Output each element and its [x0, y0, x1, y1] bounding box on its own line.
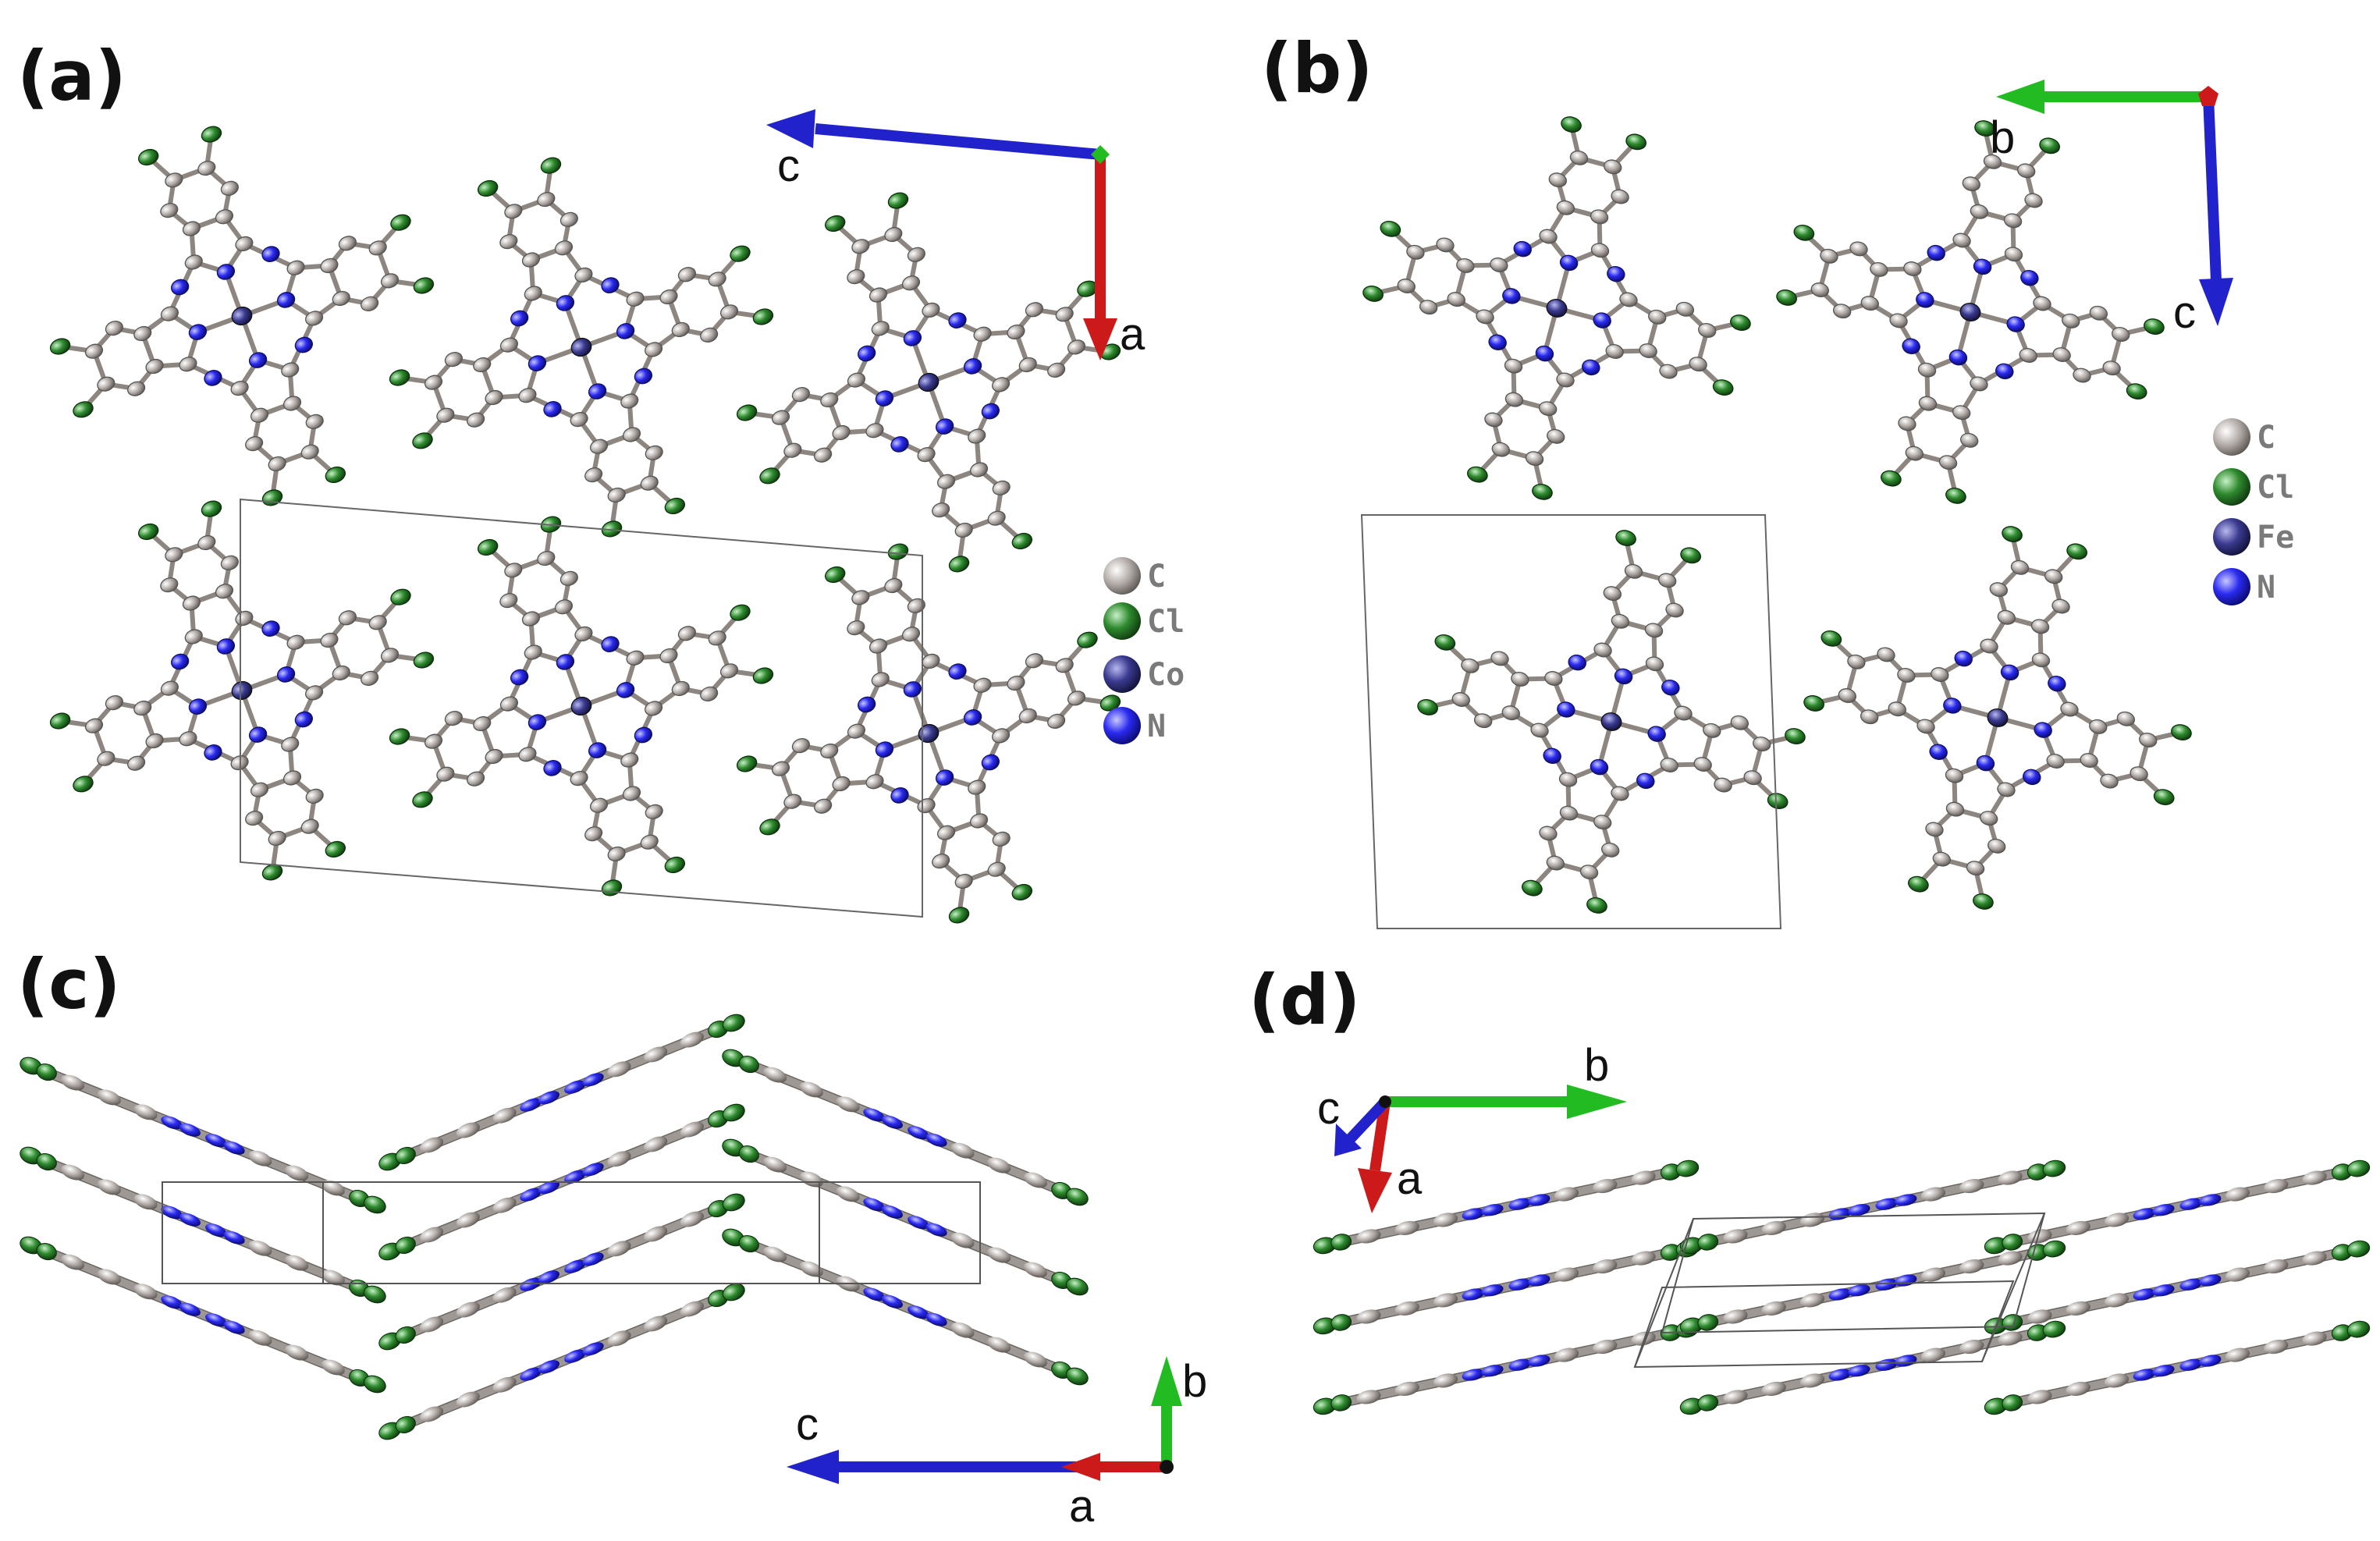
- axis-label: b: [1182, 1356, 1207, 1407]
- unit-cell: [240, 498, 923, 918]
- molecule-edge-on: [719, 1225, 1092, 1389]
- molecule-edge-on: [16, 1233, 389, 1397]
- axis-label: b: [1584, 1040, 1609, 1091]
- legend-swatch-carbon: [2213, 418, 2250, 456]
- axis-label: b: [1990, 112, 2015, 163]
- molecule: [1378, 490, 1845, 953]
- legend-swatch-iron: [2213, 518, 2250, 556]
- panel-label-a: (a): [17, 36, 126, 116]
- molecule-edge-on: [375, 1190, 748, 1354]
- legend-swatch-cobalt: [1103, 655, 1141, 693]
- legend-label: C: [1147, 559, 1166, 595]
- axis-triad-c: c b a: [787, 1356, 1207, 1532]
- panel-label-d: (d): [1249, 960, 1360, 1040]
- panel-d: (d) b c a: [1249, 960, 2372, 1417]
- panel-label-c: (c): [17, 944, 121, 1024]
- molecule-edge-on: [719, 1046, 1092, 1209]
- axis-triad-a: c a: [766, 109, 1146, 360]
- axis-label: c: [777, 140, 800, 191]
- legend-label: N: [2257, 570, 2275, 605]
- panel-b: (b) b c C Cl Fe N: [1261, 28, 2294, 953]
- unit-cell: [1360, 514, 1782, 929]
- molecule: [1764, 486, 2232, 950]
- molecule-edge-on: [1311, 1238, 1701, 1337]
- legend-swatch-nitrogen: [1103, 707, 1141, 744]
- legend-swatch-chlorine: [2213, 468, 2250, 506]
- molecule: [0, 448, 486, 933]
- unit-cell: [1633, 1212, 2046, 1369]
- molecule-edge-on: [375, 1280, 748, 1443]
- axis-triad-b: b c: [1990, 80, 2233, 338]
- axis-label: c: [796, 1399, 819, 1450]
- molecule-edge-on: [375, 1010, 748, 1174]
- legend-swatch-chlorine: [1103, 602, 1141, 640]
- molecule-edge-on: [719, 1135, 1092, 1299]
- legend-label: Co: [1147, 657, 1185, 693]
- molecule: [337, 105, 826, 590]
- panel-a: (a) c a C Cl Co N: [0, 36, 1185, 976]
- molecule: [1737, 80, 2204, 544]
- legend-label: Cl: [1147, 604, 1185, 640]
- panel-label-b: (b): [1261, 28, 1373, 108]
- legend-label: Cl: [2257, 470, 2294, 506]
- element-legend-b: C Cl Fe N: [2213, 418, 2294, 605]
- element-legend-a: C Cl Co N: [1103, 557, 1185, 744]
- legend-label: N: [1147, 708, 1166, 744]
- axis-label: a: [1069, 1481, 1095, 1532]
- axis-label: a: [1120, 309, 1146, 360]
- axis-label: a: [1397, 1153, 1423, 1204]
- legend-label: Fe: [2257, 520, 2294, 556]
- legend-label: C: [2257, 420, 2275, 456]
- molecule-edge-on: [16, 1143, 389, 1307]
- axis-label: c: [1317, 1083, 1340, 1134]
- unit-cells: [162, 1181, 981, 1284]
- legend-swatch-carbon: [1103, 557, 1141, 595]
- panel-c: (c) c b a: [16, 944, 1207, 1532]
- axis-triad-d: b c a: [1317, 1040, 1627, 1213]
- molecule-edge-on: [16, 1053, 389, 1217]
- legend-swatch-nitrogen: [2213, 568, 2250, 605]
- molecule-edge-on: [1311, 1319, 1701, 1417]
- molecule: [1323, 76, 1791, 540]
- molecule: [0, 73, 486, 559]
- axis-label: c: [2173, 287, 2196, 338]
